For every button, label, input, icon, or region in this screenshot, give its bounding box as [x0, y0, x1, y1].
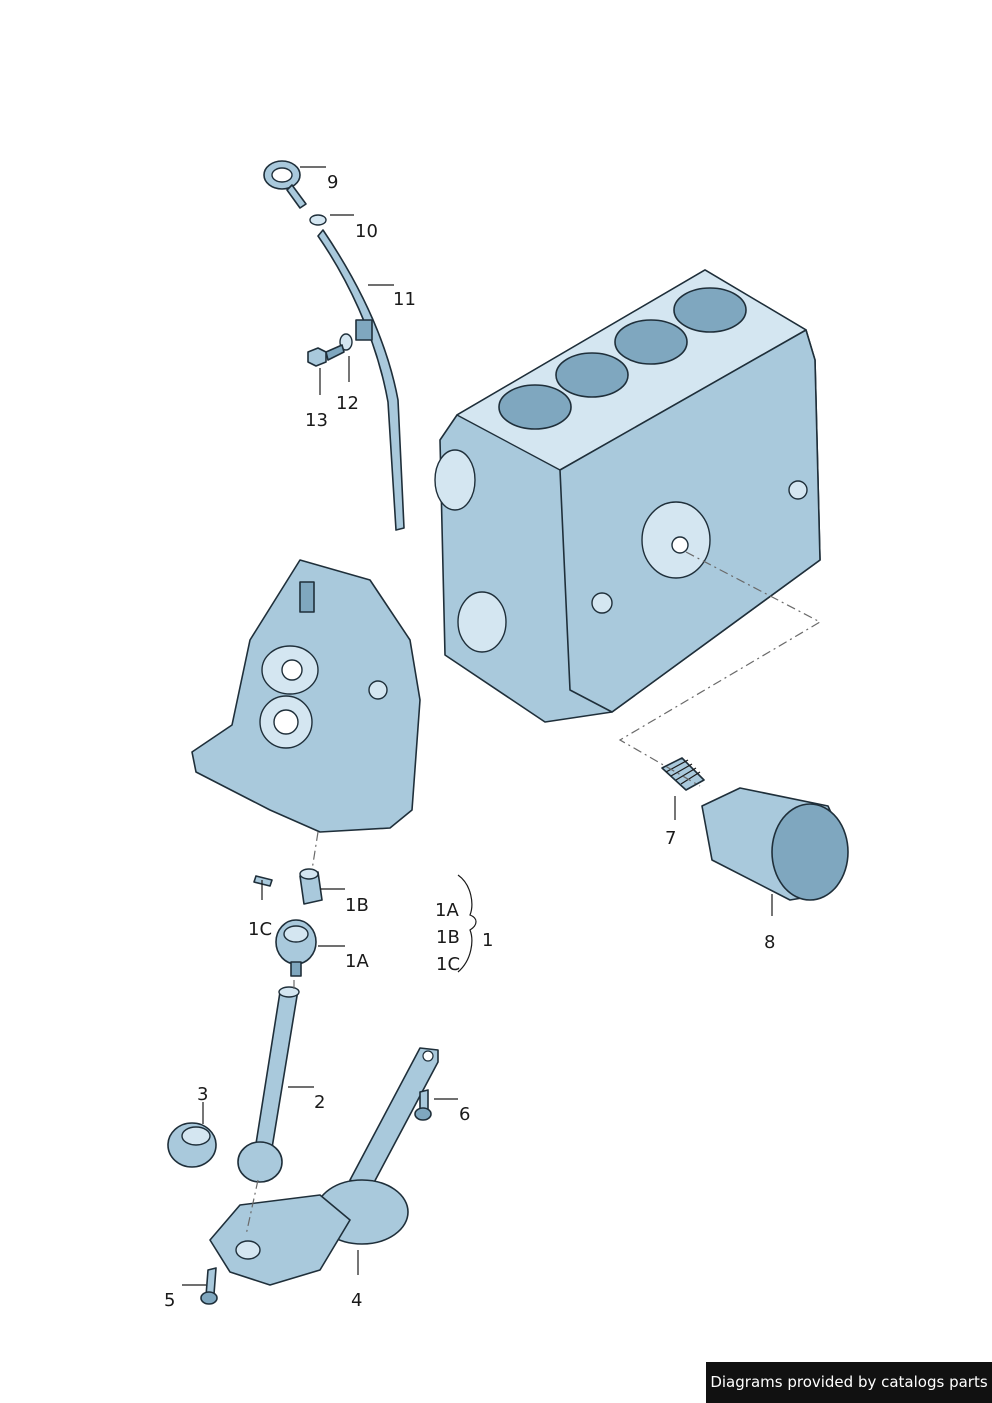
callout-1: 1	[482, 930, 493, 951]
callout-1b: 1B	[345, 895, 369, 916]
callout-12: 12	[336, 393, 359, 414]
bolt-13[interactable]	[307, 344, 345, 367]
callout-13: 13	[305, 410, 328, 431]
gear-1a[interactable]	[275, 919, 317, 977]
bolt-6[interactable]	[414, 1089, 432, 1121]
callout-6: 6	[459, 1104, 470, 1125]
dipstick-assembly	[263, 160, 405, 531]
callout-8: 8	[764, 932, 775, 953]
callout-1c-group: 1C	[436, 954, 460, 975]
callout-9: 9	[327, 172, 338, 193]
callout-11: 11	[393, 289, 416, 310]
engine-block[interactable]	[434, 269, 821, 723]
threaded-stud-7[interactable]	[661, 757, 705, 791]
front-cover[interactable]	[191, 559, 421, 833]
callout-7: 7	[665, 828, 676, 849]
callout-2: 2	[314, 1092, 325, 1113]
callout-4: 4	[351, 1290, 362, 1311]
dipstick-guide-tube[interactable]	[317, 229, 405, 531]
callout-1a-group: 1A	[435, 900, 459, 921]
assembly-lines	[245, 551, 822, 1236]
dipstick-rod[interactable]	[286, 184, 307, 209]
callout-labels: 9 10 11 12 13 1A 1B 1C 1 1B 1C 1A 7 8 2 …	[164, 172, 775, 1311]
callout-1c: 1C	[248, 919, 272, 940]
callout-5: 5	[164, 1290, 175, 1311]
pin-1c[interactable]	[253, 875, 273, 887]
bolt-5[interactable]	[200, 1267, 218, 1305]
oil-filter-8[interactable]	[701, 787, 849, 901]
callout-3: 3	[197, 1084, 208, 1105]
shaft-sleeve-1b[interactable]	[299, 868, 323, 905]
drive-shaft[interactable]	[237, 986, 300, 1183]
callout-10: 10	[355, 221, 378, 242]
callout-1b-group: 1B	[436, 927, 460, 948]
diagram-credit-text: Diagrams provided by catalogs parts	[710, 1373, 988, 1391]
dipstick-o-ring[interactable]	[309, 214, 327, 226]
guide-tube-bracket[interactable]	[355, 319, 373, 341]
leader-lines	[182, 166, 773, 1286]
oil-pickup-pump[interactable]	[209, 1047, 439, 1286]
gear-3[interactable]	[167, 1122, 217, 1168]
diagram-credit-banner: Diagrams provided by catalogs parts	[706, 1362, 992, 1403]
callout-1a: 1A	[345, 951, 369, 972]
